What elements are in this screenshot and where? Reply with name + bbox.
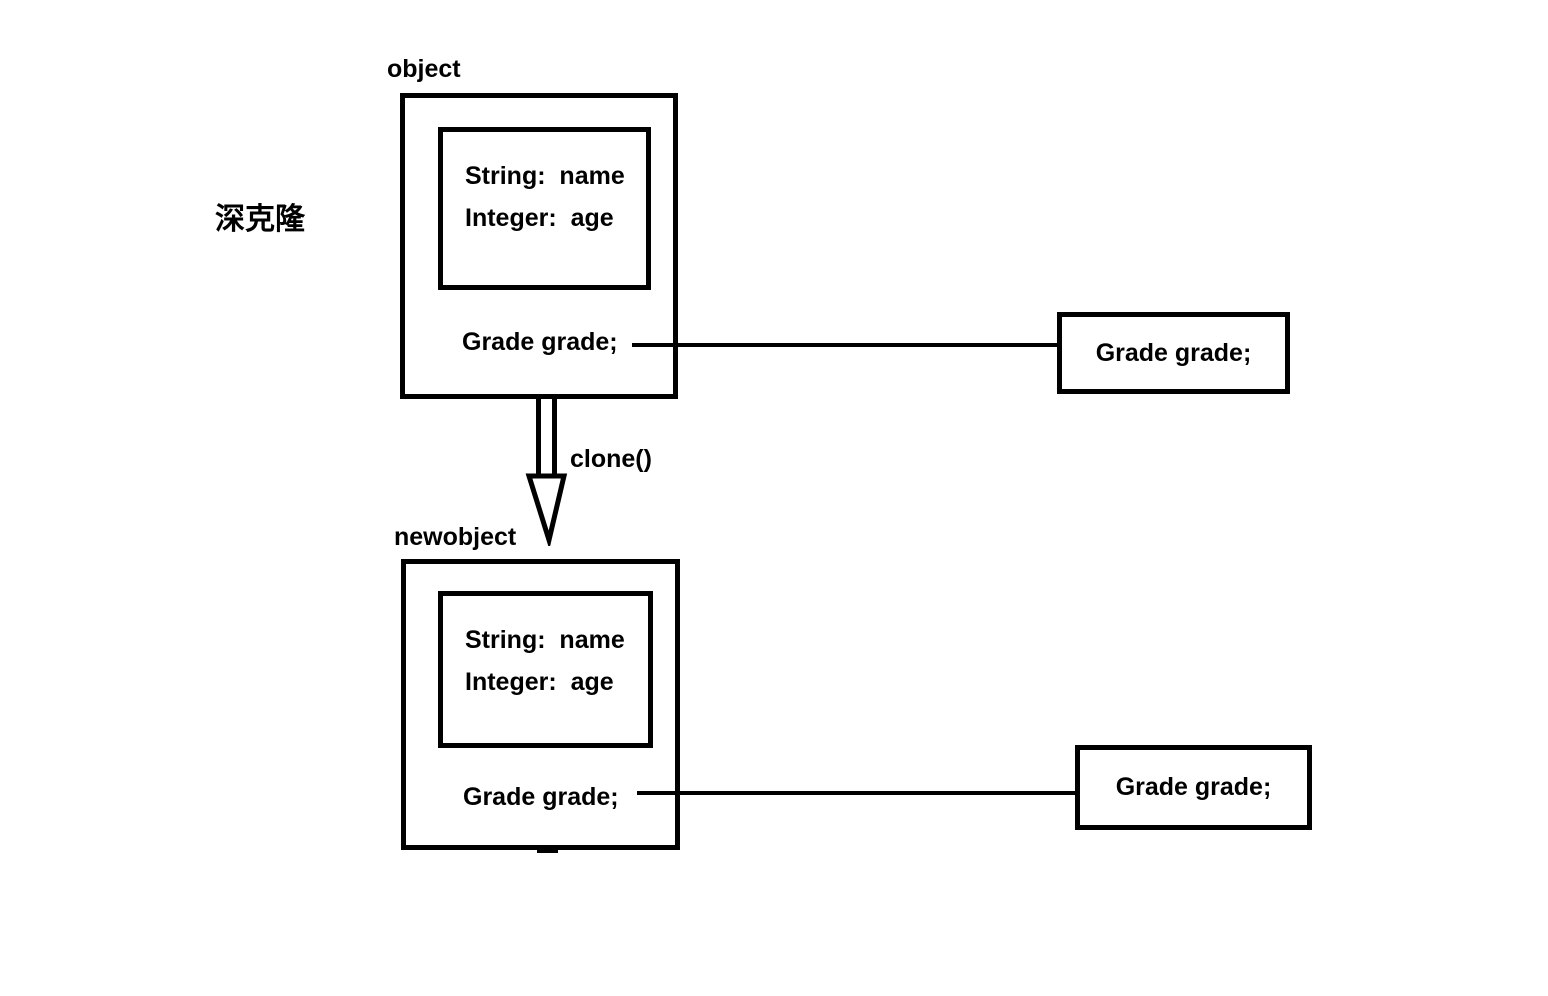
newobject-reference-line: [637, 791, 1078, 795]
newobject-grade-field: Grade grade;: [463, 783, 619, 811]
stray-mark: [537, 848, 558, 853]
object-field-name: String: name: [465, 162, 625, 190]
object-reference-line: [632, 343, 1059, 347]
object-node-title: object: [387, 55, 461, 83]
object-field-age: Integer: age: [465, 204, 614, 232]
newobject-fields-box: String: name Integer: age: [438, 591, 653, 748]
object-grade-referenced-box: Grade grade;: [1057, 312, 1290, 394]
clone-arrow-label: clone(): [570, 445, 652, 473]
newobject-grade-referenced-label: Grade grade;: [1115, 773, 1272, 801]
diagram-title: 深克隆: [215, 203, 305, 236]
object-grade-referenced-label: Grade grade;: [1095, 338, 1252, 367]
clone-arrow-head-icon: [525, 473, 568, 546]
newobject-field-age: Integer: age: [465, 668, 614, 696]
newobject-field-name: String: name: [465, 626, 625, 654]
newobject-grade-referenced-box: Grade grade;: [1075, 745, 1312, 830]
clone-arrow-shaft: [536, 399, 557, 478]
object-fields-box: String: name Integer: age: [438, 127, 651, 290]
object-grade-field: Grade grade;: [462, 328, 618, 356]
newobject-node-title: newobject: [394, 523, 517, 551]
